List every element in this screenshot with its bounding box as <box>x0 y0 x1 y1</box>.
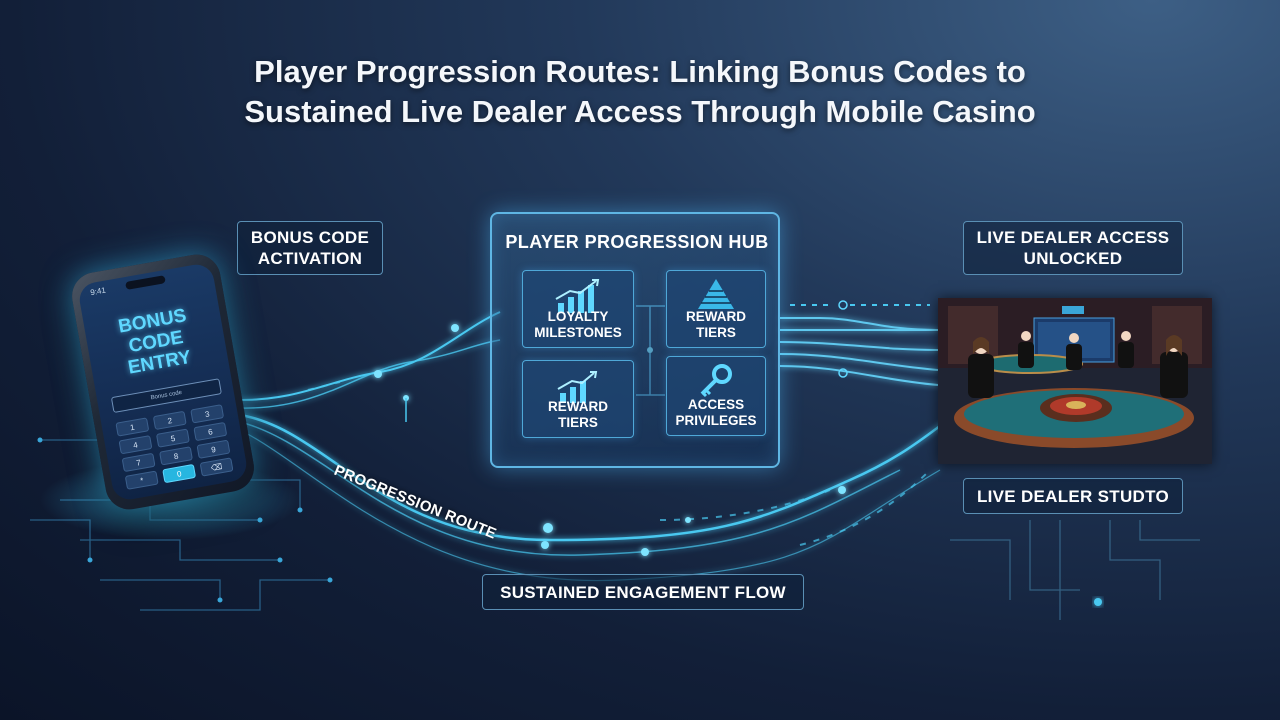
label-line: LIVE DEALER ACCESS <box>976 228 1170 247</box>
keypad-key[interactable]: 2 <box>152 410 187 431</box>
tile-label-line: TIERS <box>558 415 598 430</box>
keypad-key[interactable]: 8 <box>159 446 193 466</box>
tile-label-line: ACCESS <box>687 397 745 412</box>
keypad-key[interactable]: 6 <box>193 421 228 442</box>
tile-label-line: MILESTONES <box>534 325 622 340</box>
label-line: UNLOCKED <box>1023 249 1123 268</box>
title-line-2: Sustained Live Dealer Access Through Mob… <box>244 94 1036 129</box>
live-dealer-access-label: LIVE DEALER ACCESS UNLOCKED <box>963 221 1183 275</box>
keypad-key[interactable]: 4 <box>118 435 153 455</box>
bar-chart-up-icon <box>557 371 598 403</box>
tile-label: ACCESS PRIVILEGES <box>667 397 765 429</box>
keypad-key[interactable]: 9 <box>196 439 231 459</box>
flow-nodes <box>374 324 846 556</box>
label-line: SUSTAINED ENGAGEMENT FLOW <box>500 582 786 602</box>
tile-label-line: REWARD <box>548 399 608 414</box>
hub-tile-reward-tiers-bottom[interactable]: REWARD TIERS <box>522 360 634 438</box>
keypad-key[interactable]: 7 <box>121 452 156 473</box>
page-title: Player Progression Routes: Linking Bonus… <box>140 52 1140 132</box>
label-line: LIVE DEALER STUDTO <box>976 486 1170 506</box>
keypad-key-active[interactable]: 0 <box>162 463 197 484</box>
bonus-code-entry-heading: BONUS CODE ENTRY <box>84 299 229 385</box>
pyramid-icon <box>698 279 734 309</box>
flow-dashed-lines <box>307 381 931 546</box>
title-line-1: Player Progression Routes: Linking Bonus… <box>254 54 1026 89</box>
player-progression-hub: PLAYER PROGRESSION HUB LOYALTY MILESTONE… <box>490 212 780 468</box>
tile-label: REWARD TIERS <box>667 309 765 341</box>
hub-title: PLAYER PROGRESSION HUB <box>505 232 769 252</box>
phone-notch <box>125 275 166 290</box>
node-ring-2 <box>838 368 848 378</box>
hub-tile-loyalty-milestones[interactable]: LOYALTY MILESTONES <box>522 270 634 348</box>
label-line: ACTIVATION <box>257 249 363 268</box>
keypad-key[interactable]: ⌫ <box>199 457 234 477</box>
node-ring-1 <box>838 300 848 310</box>
tile-label: REWARD TIERS <box>523 399 633 431</box>
label-line: BONUS CODE <box>250 228 370 247</box>
keypad-key[interactable]: * <box>124 470 159 490</box>
tile-label-line: LOYALTY <box>547 309 609 324</box>
hub-tile-reward-tiers-top[interactable]: REWARD TIERS <box>666 270 766 348</box>
key-icon <box>700 364 732 398</box>
bonus-code-activation-label: BONUS CODE ACTIVATION <box>237 221 383 275</box>
phone-screen: 9:41 BONUS CODE ENTRY Bonus code 1 2 3 4… <box>76 261 250 503</box>
sustained-engagement-label: SUSTAINED ENGAGEMENT FLOW <box>482 574 804 610</box>
status-time: 9:41 <box>89 285 107 298</box>
hub-tile-access-privileges[interactable]: ACCESS PRIVILEGES <box>666 356 766 436</box>
flow-lines-hub-to-studio <box>779 317 939 386</box>
live-dealer-studio-image <box>938 298 1212 464</box>
tile-label-line: PRIVILEGES <box>675 413 757 428</box>
live-dealer-studio-label: LIVE DEALER STUDTO <box>963 478 1183 514</box>
tile-label-line: TIERS <box>696 325 736 340</box>
keypad-key[interactable]: 1 <box>115 417 150 437</box>
tile-label: LOYALTY MILESTONES <box>523 309 633 341</box>
studio-illustration <box>938 298 1212 464</box>
keypad-key[interactable]: 5 <box>155 428 190 448</box>
keypad-key[interactable]: 3 <box>190 404 225 424</box>
tile-label-line: REWARD <box>686 309 746 324</box>
bar-chart-up-icon <box>555 279 600 313</box>
circuit-traces-right <box>950 520 1200 620</box>
circuit-node-right <box>1094 598 1102 606</box>
flow-lines-phone-to-hub <box>239 311 1001 582</box>
